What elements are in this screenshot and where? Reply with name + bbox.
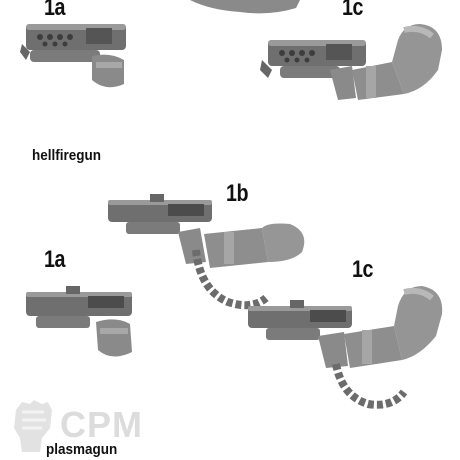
cpm-fist-icon — [14, 400, 52, 452]
label-top-1c: 1c — [342, 0, 364, 21]
label-plasmagun: plasmagun — [46, 441, 118, 458]
label-mid-1a: 1a — [44, 246, 66, 273]
label-mid-1b: 1b — [226, 180, 249, 207]
label-hellfiregun: hellfiregun — [32, 147, 102, 164]
label-top-1a: 1a — [44, 0, 66, 21]
label-mid-1c: 1c — [352, 256, 374, 283]
watermark-text: CPM — [60, 404, 143, 445]
